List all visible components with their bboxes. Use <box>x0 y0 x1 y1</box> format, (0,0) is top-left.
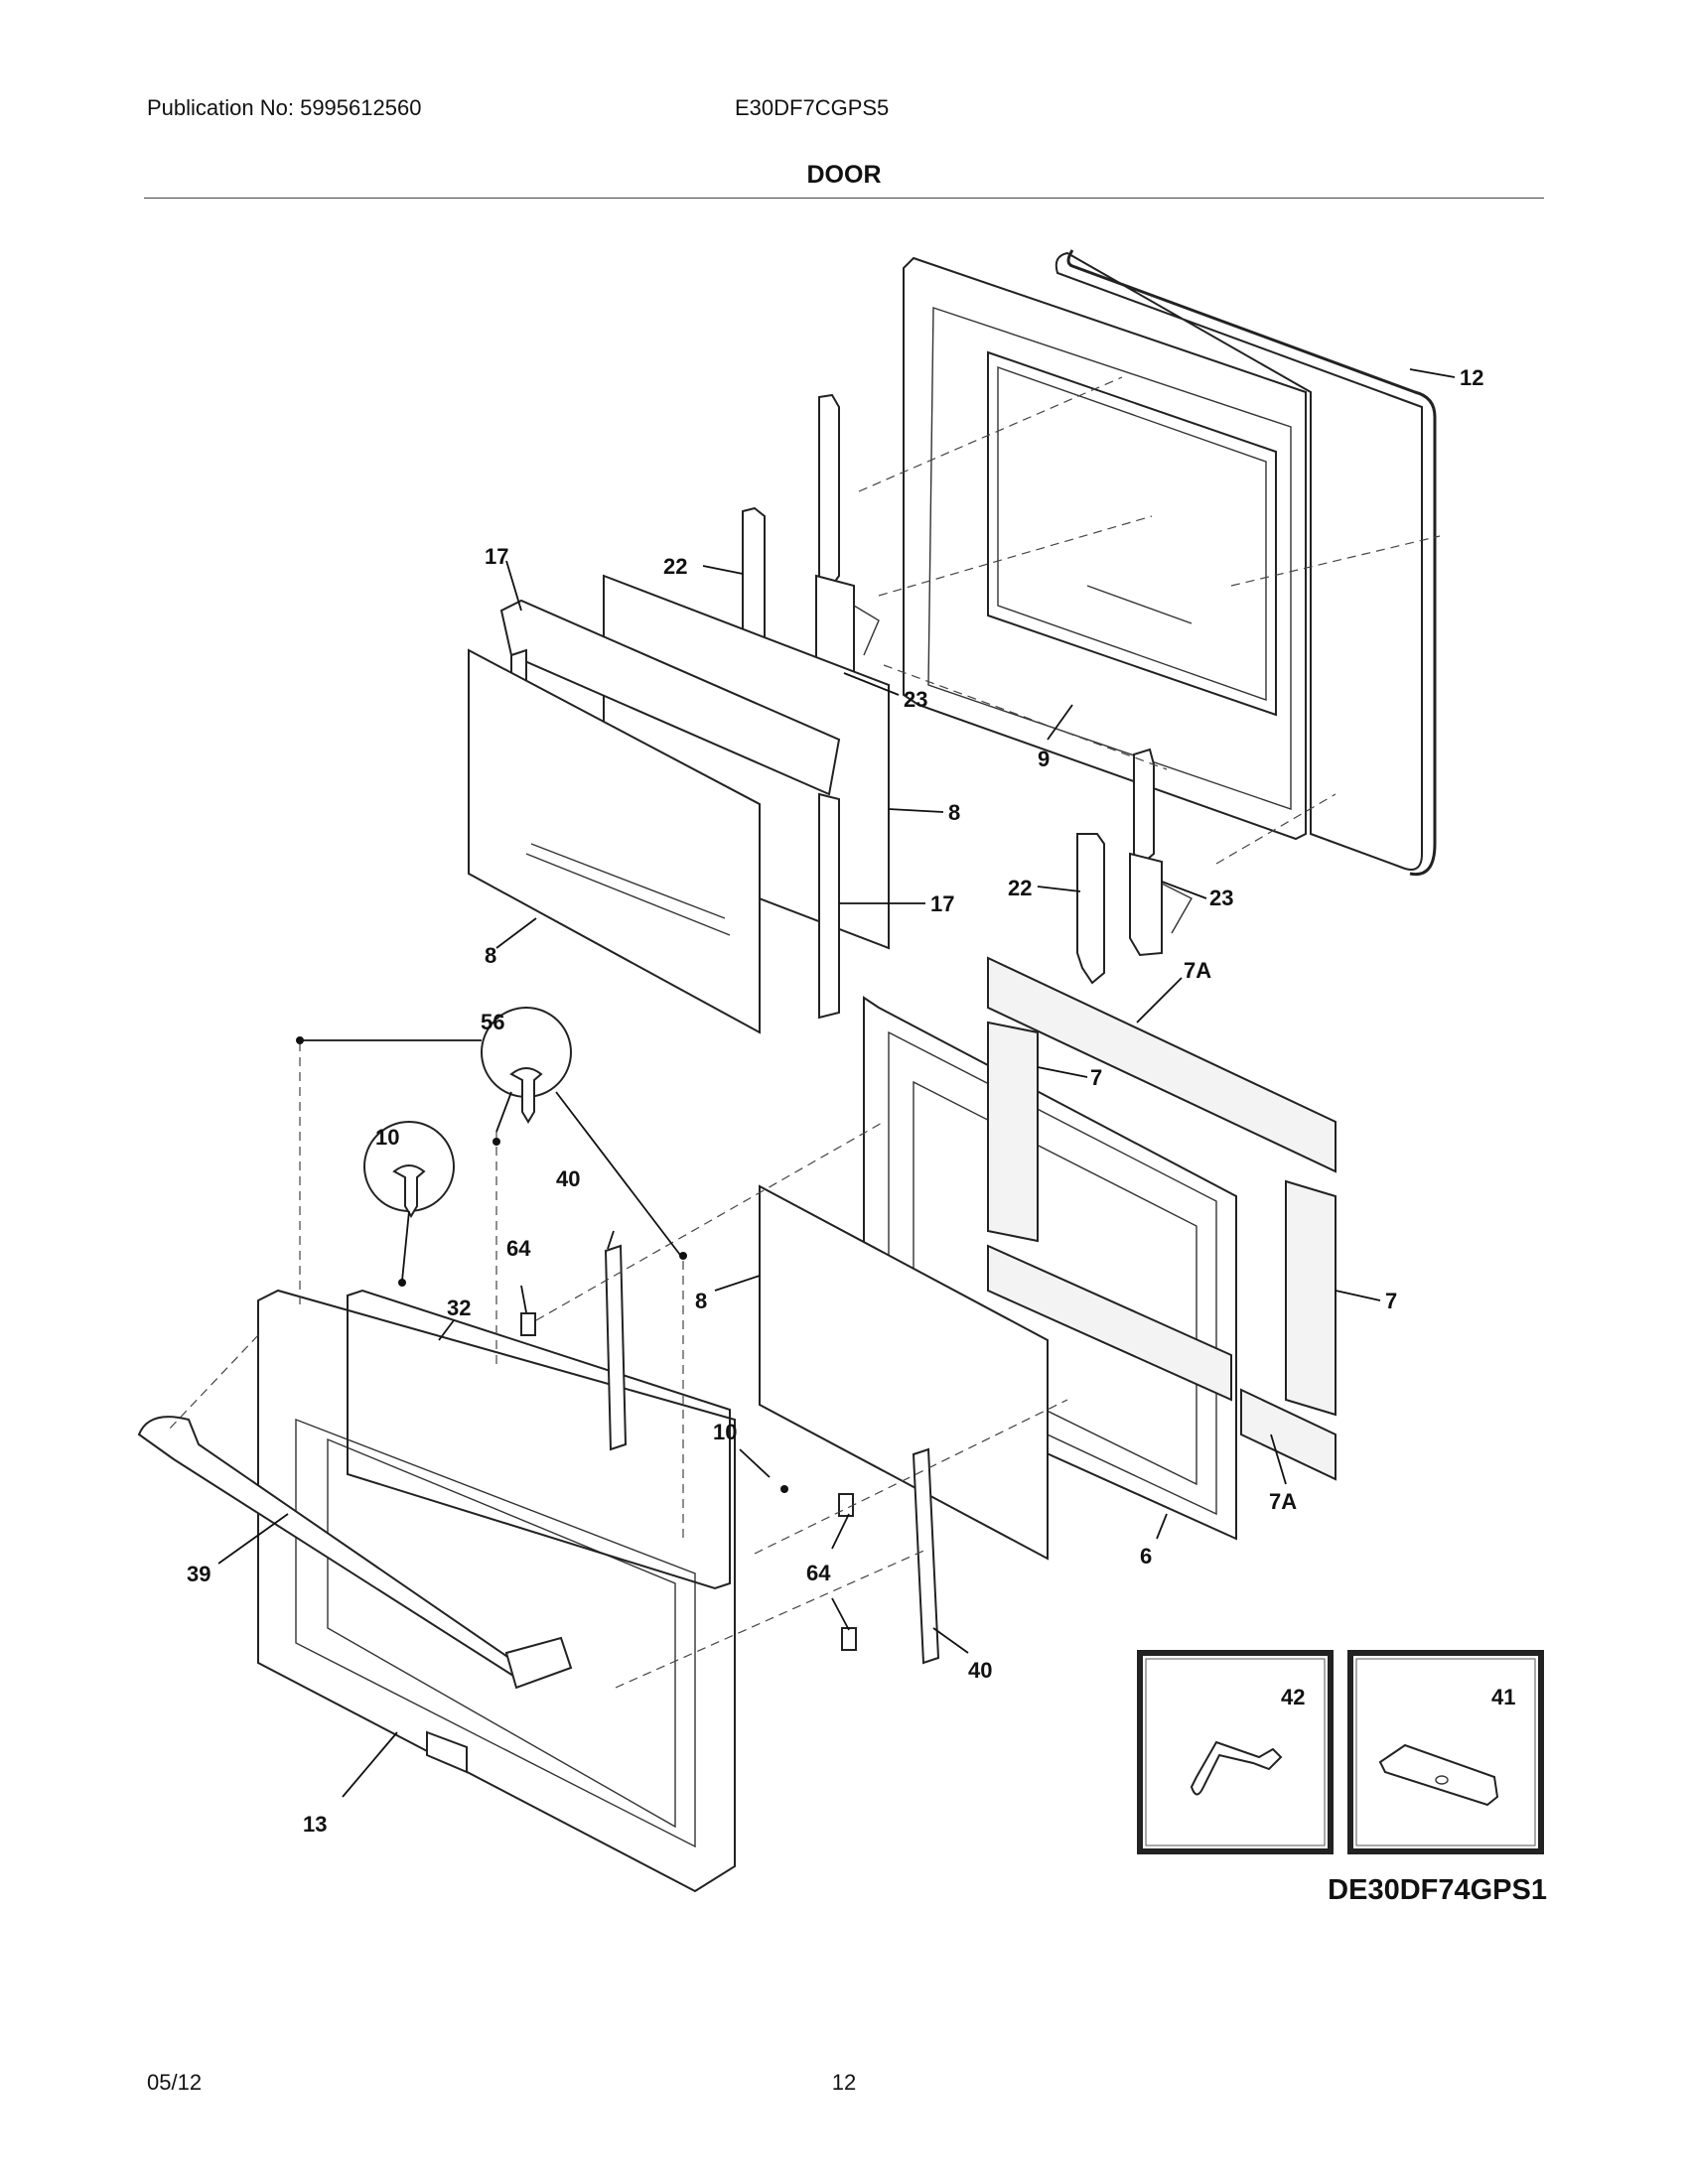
assembly-guide-lines <box>168 376 1441 1689</box>
callout-40-lower: 40 <box>968 1658 992 1683</box>
outer-door <box>257 1289 736 1893</box>
callout-22-upper: 22 <box>663 554 687 579</box>
lower-hinge-assembly <box>1076 748 1193 985</box>
vent-bracket <box>347 1289 731 1590</box>
page-number: 12 <box>831 2070 857 2095</box>
publication-number: Publication No: 5995612560 <box>147 95 422 120</box>
callout-7a-upper: 7A <box>1184 958 1211 983</box>
side-brackets <box>604 1244 940 1665</box>
lower-glass-panel <box>759 1184 1049 1561</box>
callout-64-left: 64 <box>506 1236 531 1261</box>
publication-date: 05/12 <box>147 2070 203 2095</box>
callout-10-detail: 10 <box>375 1125 399 1150</box>
callout-23-lower: 23 <box>1209 886 1233 910</box>
callout-64-lower: 64 <box>806 1561 831 1585</box>
callout-23-upper: 23 <box>904 687 927 712</box>
callout-56: 56 <box>481 1010 504 1034</box>
door-gasket <box>1055 249 1437 877</box>
header-rule <box>144 198 1544 199</box>
callout-8-middle: 8 <box>948 800 960 825</box>
callout-10-lower: 10 <box>713 1420 737 1444</box>
callout-9: 9 <box>1038 747 1050 771</box>
callout-39: 39 <box>187 1562 211 1586</box>
insulation-blocks <box>987 956 1336 1481</box>
callout-32: 32 <box>447 1296 471 1320</box>
screw-leaders <box>296 1036 788 1493</box>
model-number: E30DF7CGPS5 <box>735 95 890 120</box>
clips <box>520 1312 857 1651</box>
callout-leaders <box>217 368 1456 1798</box>
inset-callout-42: 42 <box>1281 1685 1305 1709</box>
glass-panels <box>468 574 890 1034</box>
inset-callout-41: 41 <box>1491 1685 1515 1709</box>
callout-8-front: 8 <box>485 943 496 968</box>
callout-12: 12 <box>1460 365 1483 390</box>
inset-part-42: 42 <box>1137 1650 1334 1854</box>
inset-part-41: 41 <box>1347 1650 1544 1854</box>
callout-17-lower: 17 <box>930 891 954 916</box>
callout-7-lower: 7 <box>1385 1289 1397 1313</box>
callout-13: 13 <box>303 1812 327 1837</box>
callout-8-lower: 8 <box>695 1289 707 1313</box>
section-title: DOOR <box>806 161 882 189</box>
inner-door-frame <box>903 256 1307 841</box>
callout-22-lower: 22 <box>1008 876 1032 900</box>
callout-40-left: 40 <box>556 1166 580 1191</box>
screw-detail-56 <box>481 1007 572 1124</box>
diagram-code: DE30DF74GPS1 <box>1328 1874 1547 1906</box>
callout-7a-lower: 7A <box>1269 1489 1297 1514</box>
callout-17-upper: 17 <box>485 544 508 569</box>
callout-7-upper: 7 <box>1090 1065 1102 1090</box>
callout-labels: 12 17 22 23 9 8 17 8 22 23 7A 7 7 7A 6 5… <box>187 365 1483 1837</box>
door-handle <box>137 1416 573 1690</box>
callout-6: 6 <box>1140 1544 1152 1569</box>
